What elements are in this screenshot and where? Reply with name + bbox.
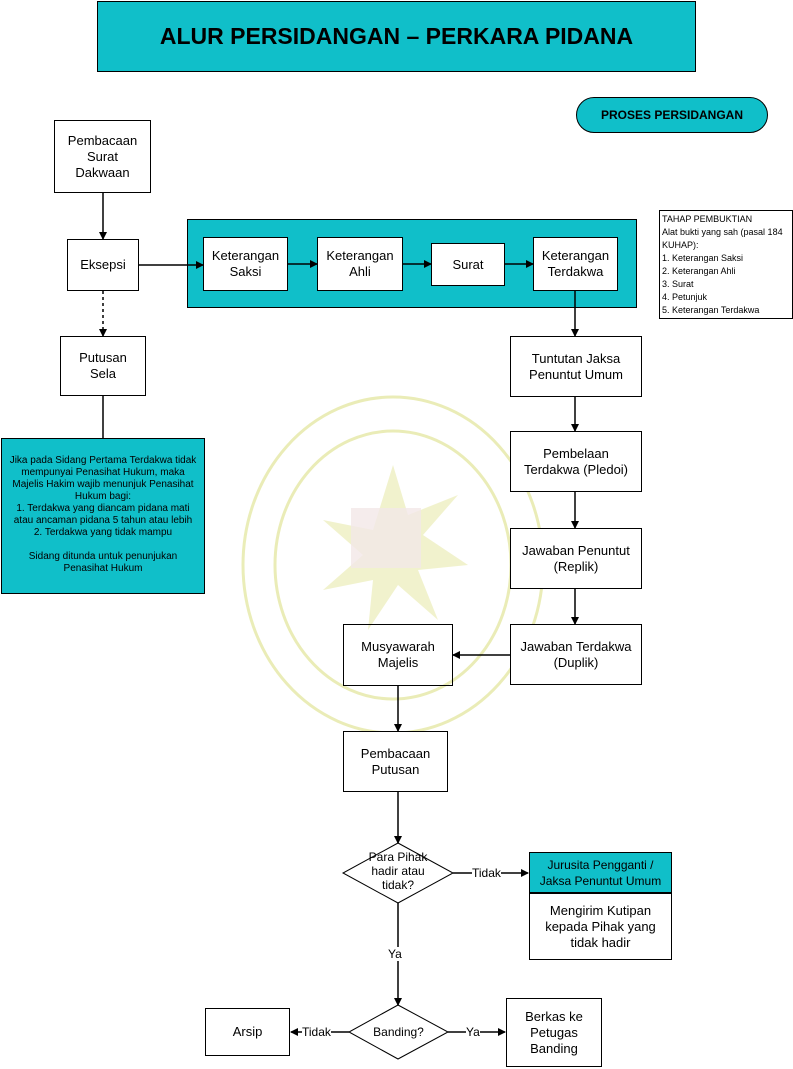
tahap-pembuktian-panel: TAHAP PEMBUKTIAN Alat bukti yang sah (pa… xyxy=(659,210,793,319)
decision-banding-shape xyxy=(347,1004,450,1060)
node-arsip: Arsip xyxy=(205,1008,290,1056)
node-surat: Surat xyxy=(431,243,505,286)
decision-para-pihak-shape xyxy=(341,842,455,904)
tahap-item: 4. Petunjuk xyxy=(662,292,708,302)
edge-label-tidak: Tidak xyxy=(302,1025,331,1039)
node-jawaban-penuntut: Jawaban Penuntut (Replik) xyxy=(510,528,642,589)
node-putusan-sela: Putusan Sela xyxy=(60,336,146,396)
proses-persidangan-badge: PROSES PERSIDANGAN xyxy=(576,97,768,133)
node-musyawarah-majelis: Musyawarah Majelis xyxy=(343,624,453,686)
node-keterangan-ahli: Keterangan Ahli xyxy=(317,237,403,291)
node-jurusita-pengganti: Jurusita Pengganti / Jaksa Penuntut Umum xyxy=(529,852,672,893)
tahap-item: 5. Keterangan Terdakwa xyxy=(662,305,760,315)
node-berkas-banding: Berkas ke Petugas Banding xyxy=(506,998,602,1067)
edge-label-ya: Ya xyxy=(388,947,402,961)
node-pembacaan-putusan: Pembacaan Putusan xyxy=(343,731,448,792)
node-tuntutan-jaksa: Tuntutan Jaksa Penuntut Umum xyxy=(510,336,642,397)
edge-label-ya: Ya xyxy=(466,1025,480,1039)
node-eksepsi: Eksepsi xyxy=(67,239,139,291)
node-mengirim-kutipan: Mengirim Kutipan kepada Pihak yang tidak… xyxy=(529,893,672,960)
decision-banding: Banding? xyxy=(373,1025,424,1039)
tahap-intro: Alat bukti yang sah (pasal 184 KUHAP): xyxy=(662,227,783,250)
decision-para-pihak: Para Pihak hadir atau tidak? xyxy=(368,850,428,892)
node-pembacaan-surat-dakwaan: Pembacaan Surat Dakwaan xyxy=(54,120,151,193)
tahap-item: 2. Keterangan Ahli xyxy=(662,266,736,276)
tahap-item: 3. Surat xyxy=(662,279,694,289)
node-jawaban-terdakwa: Jawaban Terdakwa (Duplik) xyxy=(510,624,642,685)
penasihat-hukum-note: Jika pada Sidang Pertama Terdakwa tidak … xyxy=(1,438,205,594)
node-keterangan-terdakwa: Keterangan Terdakwa xyxy=(533,237,618,291)
node-pembelaan-terdakwa: Pembelaan Terdakwa (Pledoi) xyxy=(510,431,642,492)
edge-label-tidak: Tidak xyxy=(472,866,501,880)
page-title: ALUR PERSIDANGAN – PERKARA PIDANA xyxy=(97,1,696,72)
tahap-heading: TAHAP PEMBUKTIAN xyxy=(662,214,753,224)
tahap-item: 1. Keterangan Saksi xyxy=(662,253,744,263)
node-keterangan-saksi: Keterangan Saksi xyxy=(203,237,288,291)
